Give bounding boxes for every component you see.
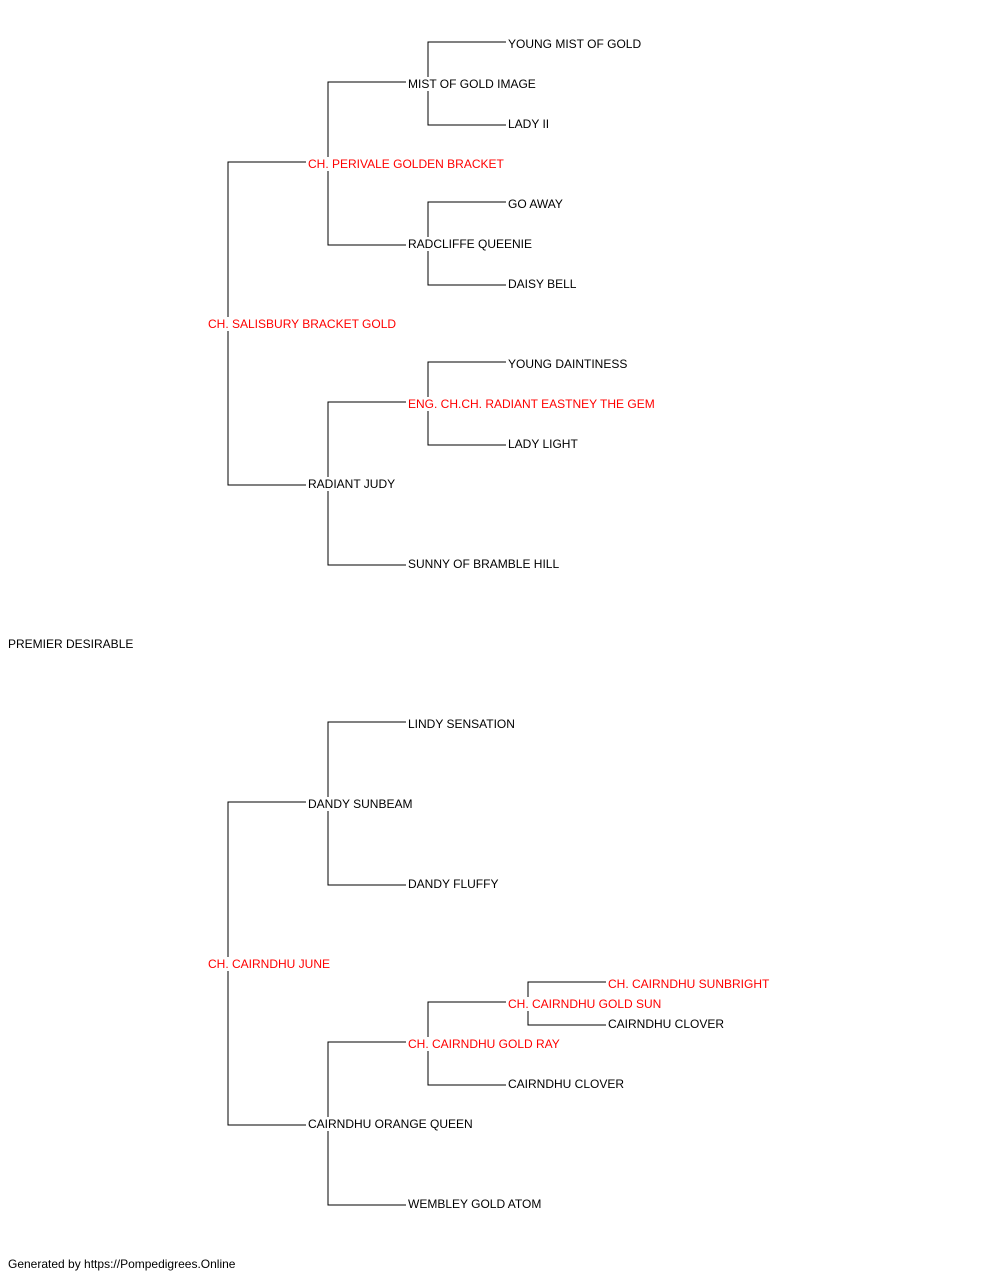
sire-dam-sire-dam: LADY LIGHT: [507, 437, 579, 451]
pedigree-connector-14: [327, 721, 406, 802]
dam-sire-dam: DANDY FLUFFY: [407, 877, 500, 891]
pedigree-connector-19: [427, 1042, 506, 1086]
sire-sire-dam: RADCLIFFE QUEENIE: [407, 237, 534, 251]
dam-dam: CAIRNDHU ORANGE QUEEN: [307, 1117, 474, 1131]
dam-dam-sire-sire-dam: CAIRNDHU CLOVER: [607, 1017, 726, 1031]
pedigree-connector-0: [227, 161, 306, 324]
dam: CH. CAIRNDHU JUNE: [207, 957, 332, 971]
sire: CH. SALISBURY BRACKET GOLD: [207, 317, 398, 331]
pedigree-connector-6: [427, 201, 506, 245]
sire-dam-sire: ENG. CH.CH. RADIANT EASTNEY THE GEM: [407, 397, 656, 411]
pedigree-connector-4: [427, 41, 506, 82]
pedigree-connector-17: [327, 1125, 406, 1206]
subject-dog: PREMIER DESIRABLE: [7, 637, 135, 651]
sire-sire-sire: MIST OF GOLD IMAGE: [407, 77, 537, 91]
dam-dam-sire: CH. CAIRNDHU GOLD RAY: [407, 1037, 561, 1051]
pedigree-connector-2: [327, 81, 406, 162]
pedigree-connector-9: [327, 485, 406, 566]
pedigree-connector-8: [327, 401, 406, 485]
sire-dam-sire-sire: YOUNG DAINTINESS: [507, 357, 629, 371]
pedigree-connector-5: [427, 82, 506, 126]
pedigree-connector-12: [227, 801, 306, 964]
pedigree-connector-7: [427, 245, 506, 286]
pedigree-connector-1: [227, 324, 306, 486]
sire-dam-dam: SUNNY OF BRAMBLE HILL: [407, 557, 561, 571]
dam-dam-sire-dam: CAIRNDHU CLOVER: [507, 1077, 626, 1091]
dam-sire-sire: LINDY SENSATION: [407, 717, 516, 731]
pedigree-connector-3: [327, 162, 406, 246]
pedigree-connector-13: [227, 964, 306, 1126]
pedigree-connector-11: [427, 402, 506, 446]
pedigree-connector-15: [327, 802, 406, 886]
dam-dam-dam: WEMBLEY GOLD ATOM: [407, 1197, 543, 1211]
dam-dam-sire-sire-sire: CH. CAIRNDHU SUNBRIGHT: [607, 977, 771, 991]
sire-sire: CH. PERIVALE GOLDEN BRACKET: [307, 157, 505, 171]
sire-sire-dam-sire: GO AWAY: [507, 197, 564, 211]
generated-by-footer: Generated by https://Pompedigrees.Online: [8, 1257, 236, 1271]
sire-sire-dam-dam: DAISY BELL: [507, 277, 578, 291]
dam-sire: DANDY SUNBEAM: [307, 797, 414, 811]
pedigree-connector-10: [427, 361, 506, 402]
sire-sire-sire-sire: YOUNG MIST OF GOLD: [507, 37, 643, 51]
pedigree-connector-18: [427, 1001, 506, 1042]
sire-sire-sire-dam: LADY II: [507, 117, 551, 131]
sire-dam: RADIANT JUDY: [307, 477, 397, 491]
pedigree-connector-20: [527, 981, 606, 1002]
dam-dam-sire-sire: CH. CAIRNDHU GOLD SUN: [507, 997, 663, 1011]
pedigree-connector-16: [327, 1041, 406, 1125]
